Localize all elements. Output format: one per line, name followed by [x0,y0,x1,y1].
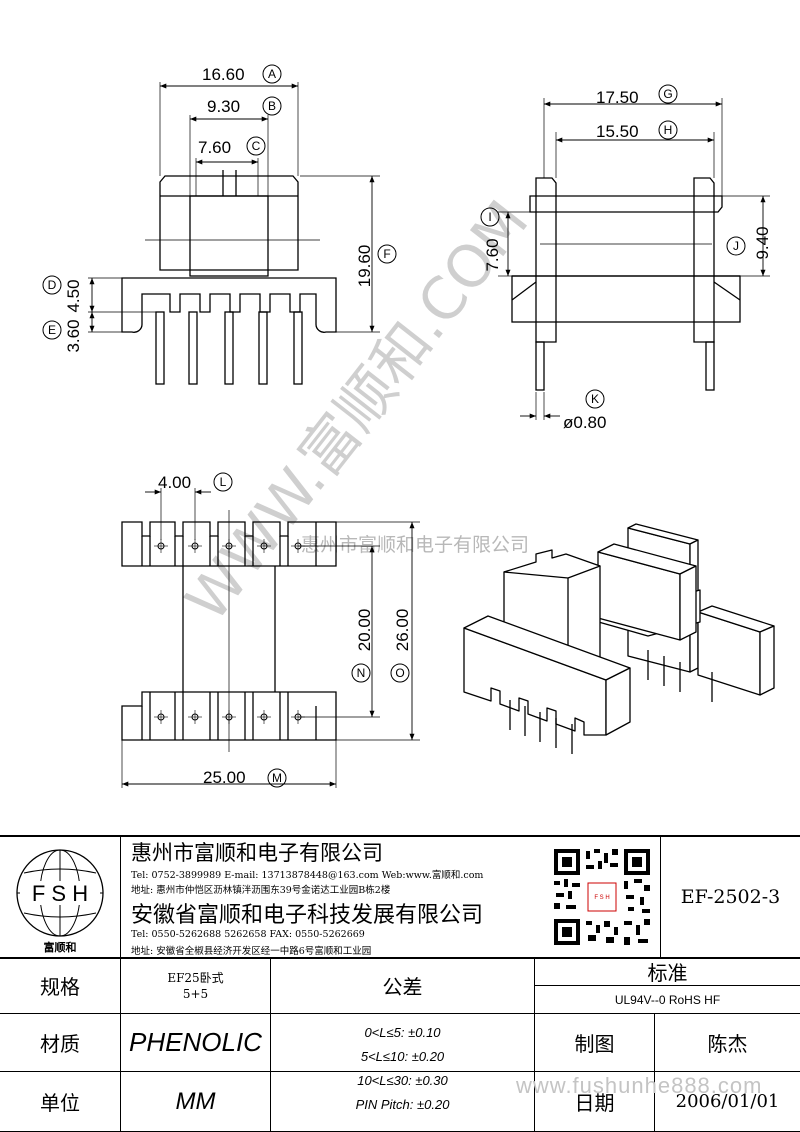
dim-n-label: N [357,666,366,680]
dim-m-value: 25.00 [203,768,246,787]
material-label: 材质 [40,1032,80,1056]
standard-label: 标准 [647,961,688,985]
unit-label: 单位 [40,1091,80,1115]
spec-value-line2: 5+5 [182,986,209,1001]
dim-c-label: C [252,139,261,153]
front-view [88,82,380,385]
dim-g-marker [658,84,678,104]
company2-name: 安徽省富顺和电子科技发展有限公司 [131,903,484,928]
part-number: EF-2502-3 [680,886,781,908]
fsh-logo: F S H 富顺和 [16,849,104,954]
dim-h-marker [658,120,678,140]
dim-h-value: 15.50 [596,122,639,141]
bottom-view [121,488,420,788]
spec-label: 规格 [40,975,80,999]
company1-address: 地址: 惠州市仲恺区沥林镇泮沥围东39号金诺达工业园B栋2楼 [131,885,391,896]
dim-k-marker [585,389,605,409]
logo-caption: 富顺和 [44,940,77,954]
dim-h-label: H [664,123,673,137]
dim-o-label: O [395,666,404,680]
dim-n-marker [351,663,371,683]
dim-o-marker [390,663,410,683]
dim-i-label: I [488,210,491,224]
dim-l-label: L [220,475,227,489]
svg-text:F S H: F S H [594,895,609,901]
dim-a-label: A [268,67,276,81]
dim-c-value: 7.60 [198,138,231,157]
company2-address: 地址: 安徽省全椒县经济开发区经一中路6号富顺和工业园 [131,946,372,957]
material-value: PHENOLIC [129,1027,262,1057]
date-value: 2006/01/01 [675,1091,780,1112]
dim-g-label: G [663,87,672,101]
drawn-value: 陈杰 [707,1032,748,1056]
dim-l-marker [213,472,233,492]
dim-f-value: 19.60 [355,245,374,288]
dim-m-marker [267,768,287,788]
dim-j-marker [726,236,746,256]
side-view-labels: 17.50 G 15.50 H 7.60 I 9.40 J K ø0.80 [480,84,772,432]
tolerance-row-2: 5<L≤10: ±0.20 [360,1049,445,1064]
watermark-footer: www.fushunhe888.com [516,1073,763,1098]
date-label: 日期 [574,1091,615,1115]
dim-a-marker [262,64,282,84]
unit-value: MM [175,1087,216,1115]
dim-d-label: D [48,278,57,292]
dim-o-value: 26.00 [393,609,412,652]
dim-k-value: ø0.80 [563,413,606,432]
dim-k-label: K [591,392,599,406]
spec-value-line1: EF25卧式 [167,970,224,985]
standard-value: UL94V--0 RoHS HF [614,992,721,1007]
dim-j-label: J [733,239,739,253]
dim-b-label: B [268,99,276,113]
dim-a-value: 16.60 [202,65,245,84]
dim-l-value: 4.00 [158,473,191,492]
company1-name: 惠州市富顺和电子有限公司 [131,841,383,865]
dim-f-label: F [383,247,390,261]
technical-drawing: WWW.富顺和.COM 惠州市富顺和电子有限公司 [42,64,775,788]
dim-j-value: 9.40 [753,226,772,259]
tolerance-row-3: 10<L≤30: ±0.30 [357,1073,448,1088]
tolerance-row-1: 0<L≤5: ±0.10 [364,1025,441,1040]
isometric-view [463,523,775,754]
spec-value: EF25卧式 5+5 [121,958,270,1013]
qr-code: F S H [552,847,652,947]
title-block: F S H 富顺和 惠州市富顺和电子有限公司 Tel: 0752-3899989… [0,835,800,1132]
company2-contact: Tel: 0550-5262688 5262658 FAX: 0550-5262… [131,929,365,940]
dim-c-marker [246,136,266,156]
dim-m-label: M [272,771,282,785]
dim-b-value: 9.30 [207,97,240,116]
dim-g-value: 17.50 [596,88,639,107]
dim-i-value: 7.60 [483,238,502,271]
dim-n-value: 20.00 [355,609,374,652]
dim-d-marker [42,275,62,295]
tolerance-label: 公差 [382,975,423,999]
dim-f-marker [377,244,397,264]
drawn-label: 制图 [574,1032,615,1056]
dim-d-value: 4.50 [64,279,83,312]
front-view-labels: 16.60 A 9.30 B 7.60 C 19.60 F 4.50 D 3.6… [42,64,397,353]
logo-letters: F S H [32,881,88,906]
dim-b-marker [262,96,282,116]
dim-e-marker [42,320,62,340]
tolerance-row-4: PIN Pitch: ±0.20 [355,1097,450,1112]
watermark-center-text: 惠州市富顺和电子有限公司 [301,534,529,556]
dim-e-value: 3.60 [64,319,83,352]
bottom-view-labels: 4.00 L 20.00 N 26.00 O 25.00 M [158,472,412,788]
side-view [498,98,770,420]
tolerance-list: 0<L≤5: ±0.10 5<L≤10: ±0.20 10<L≤30: ±0.3… [271,1021,534,1117]
dim-i-marker [480,207,500,227]
dim-e-label: E [48,323,56,337]
company1-contact: Tel: 0752-3899989 E-mail: 13713878448@16… [131,870,484,881]
